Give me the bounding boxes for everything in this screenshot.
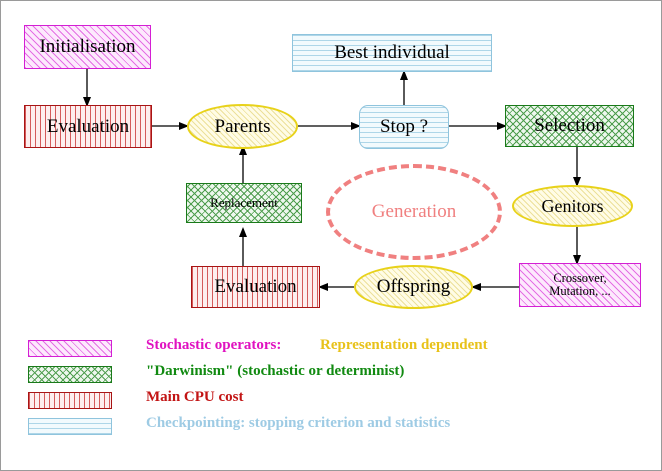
node-evaluation-bottom-label: Evaluation — [214, 276, 297, 298]
node-parents-label: Parents — [214, 115, 271, 137]
legend-row-main-cpu-cost: Main CPU cost — [28, 389, 588, 413]
node-selection-label: Selection — [534, 115, 605, 137]
node-initialisation-label: Initialisation — [39, 36, 136, 58]
node-offspring-label: Offspring — [376, 276, 451, 298]
legend-label-representation-dependent: Representation dependent — [320, 337, 488, 353]
legend-label-darwinism: "Darwinism" (stochastic or determinist) — [146, 363, 405, 379]
node-evaluation-top[interactable]: Evaluation — [24, 105, 152, 148]
node-parents[interactable]: Parents — [187, 104, 298, 149]
node-crossover-mutation[interactable]: Crossover, Mutation, ... — [519, 263, 641, 307]
node-replacement-label: Replacement — [210, 195, 278, 211]
node-initialisation[interactable]: Initialisation — [24, 25, 151, 69]
node-crossover-line2: Mutation, ... — [549, 284, 611, 298]
node-generation-label: Generation — [371, 201, 457, 222]
node-genitors-label: Genitors — [541, 195, 604, 216]
node-crossover-line1: Crossover, — [553, 270, 607, 285]
node-offspring[interactable]: Offspring — [354, 265, 473, 309]
legend-swatch-main-cpu-cost — [28, 392, 112, 409]
legend-label-main-cpu-cost: Main CPU cost — [146, 389, 244, 405]
node-evaluation-top-label: Evaluation — [46, 115, 130, 137]
node-best-individual-label: Best individual — [334, 42, 450, 64]
legend-label-stochastic-operators: Stochastic operators: — [146, 337, 282, 353]
node-genitors[interactable]: Genitors — [512, 185, 633, 227]
legend-label-checkpointing: Checkpointing: stopping criterion and st… — [146, 415, 451, 431]
node-generation: Generation — [326, 164, 502, 260]
node-stop-label: Stop ? — [379, 116, 429, 138]
legend-row-stochastic: Stochastic operators: Representation dep… — [28, 337, 588, 361]
legend-row-darwinism: "Darwinism" (stochastic or determinist) — [28, 363, 588, 387]
node-replacement[interactable]: Replacement — [186, 183, 302, 223]
node-selection[interactable]: Selection — [505, 105, 634, 147]
legend-swatch-stochastic-operators — [28, 340, 112, 357]
node-stop[interactable]: Stop ? — [359, 105, 449, 149]
node-best-individual[interactable]: Best individual — [292, 34, 492, 72]
legend-swatch-checkpointing — [28, 418, 112, 435]
legend-swatch-darwinism — [28, 366, 112, 383]
node-evaluation-bottom[interactable]: Evaluation — [191, 266, 320, 308]
legend-row-checkpointing: Checkpointing: stopping criterion and st… — [28, 415, 588, 439]
